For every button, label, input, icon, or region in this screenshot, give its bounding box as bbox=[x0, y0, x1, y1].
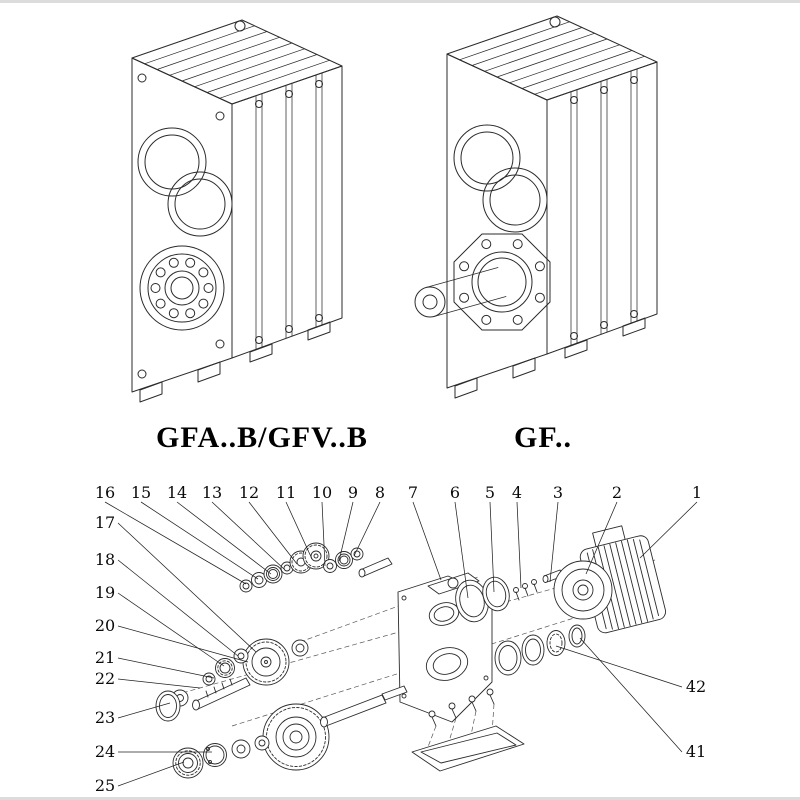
lifting-eye-icon bbox=[549, 16, 561, 28]
callout-number-19: 19 bbox=[95, 583, 115, 602]
callout-line-16 bbox=[104, 501, 247, 585]
callout-number-23: 23 bbox=[95, 708, 115, 727]
page-edge-top bbox=[0, 0, 800, 3]
callout-number-4: 4 bbox=[512, 483, 522, 502]
callout-number-5: 5 bbox=[485, 483, 495, 502]
callout-line-12 bbox=[248, 501, 298, 565]
callout-line-10 bbox=[321, 501, 326, 567]
callout-line-15 bbox=[140, 501, 259, 580]
callout-number-2: 2 bbox=[612, 483, 622, 502]
callout-line-11 bbox=[285, 501, 313, 560]
cover-bolts bbox=[428, 688, 495, 727]
callout-line-21 bbox=[117, 657, 215, 679]
callout-number-9: 9 bbox=[348, 483, 358, 502]
callout-number-24: 24 bbox=[95, 742, 115, 761]
callout-number-41: 41 bbox=[686, 742, 706, 761]
output-side-rings bbox=[494, 624, 586, 676]
callout-line-8 bbox=[353, 501, 381, 557]
bottom-cover-plate bbox=[411, 725, 525, 772]
callout-line-6 bbox=[454, 501, 469, 599]
callout-line-14 bbox=[176, 501, 272, 575]
motor-drawing bbox=[553, 525, 667, 634]
callout-number-14: 14 bbox=[167, 483, 187, 502]
callout-line-20 bbox=[117, 625, 249, 663]
callout-number-16: 16 bbox=[95, 483, 115, 502]
output-gear-cluster bbox=[172, 685, 408, 779]
callout-number-1: 1 bbox=[692, 483, 702, 502]
page-edge-bottom bbox=[0, 797, 800, 800]
callout-line-18 bbox=[117, 559, 239, 657]
callout-line-17 bbox=[117, 522, 257, 653]
callout-line-2 bbox=[585, 501, 618, 575]
callout-line-25 bbox=[117, 761, 185, 787]
callout-line-4 bbox=[516, 501, 522, 589]
callout-line-22 bbox=[117, 678, 201, 689]
callout-line-41 bbox=[579, 637, 683, 753]
callout-line-7 bbox=[412, 501, 442, 581]
input-shaft-parts-cluster bbox=[239, 542, 393, 593]
callout-number-7: 7 bbox=[408, 483, 418, 502]
callout-number-13: 13 bbox=[202, 483, 222, 502]
output-shaft bbox=[414, 267, 507, 318]
callout-number-21: 21 bbox=[95, 648, 115, 667]
callout-number-12: 12 bbox=[239, 483, 259, 502]
callout-line-19 bbox=[117, 592, 225, 667]
product-label-gfab: GFA..B/GFV..B bbox=[156, 421, 368, 454]
callout-number-10: 10 bbox=[312, 483, 332, 502]
callout-line-9 bbox=[338, 501, 354, 562]
product-label-gf: GF.. bbox=[514, 421, 572, 454]
callout-number-42: 42 bbox=[686, 677, 706, 696]
bearing-boss bbox=[139, 245, 225, 331]
product-drawing-gfab bbox=[131, 19, 343, 403]
callout-number-17: 17 bbox=[95, 513, 115, 532]
gasket-rings bbox=[455, 576, 510, 623]
callout-number-20: 20 bbox=[95, 616, 115, 635]
callout-line-23 bbox=[117, 702, 171, 719]
callout-number-18: 18 bbox=[95, 550, 115, 569]
callout-number-25: 25 bbox=[95, 776, 115, 795]
callout-line-5 bbox=[489, 501, 495, 593]
intermediate-gear-cluster bbox=[171, 638, 309, 711]
callout-number-3: 3 bbox=[553, 483, 563, 502]
callout-number-22: 22 bbox=[95, 669, 115, 688]
screws-and-pinion bbox=[513, 569, 564, 601]
callout-number-8: 8 bbox=[375, 483, 385, 502]
callout-line-42 bbox=[555, 645, 683, 688]
callout-number-11: 11 bbox=[276, 483, 296, 502]
lifting-eye-icon bbox=[234, 20, 246, 32]
callout-line-3 bbox=[549, 501, 559, 583]
output-flange bbox=[453, 233, 551, 331]
large-seal-ring bbox=[155, 690, 181, 722]
product-drawing-gf bbox=[414, 15, 658, 399]
callout-line-13 bbox=[211, 501, 285, 570]
callout-line-1 bbox=[639, 501, 698, 559]
callout-number-6: 6 bbox=[450, 483, 460, 502]
callout-number-15: 15 bbox=[131, 483, 151, 502]
exploded-view-drawing bbox=[155, 525, 667, 779]
